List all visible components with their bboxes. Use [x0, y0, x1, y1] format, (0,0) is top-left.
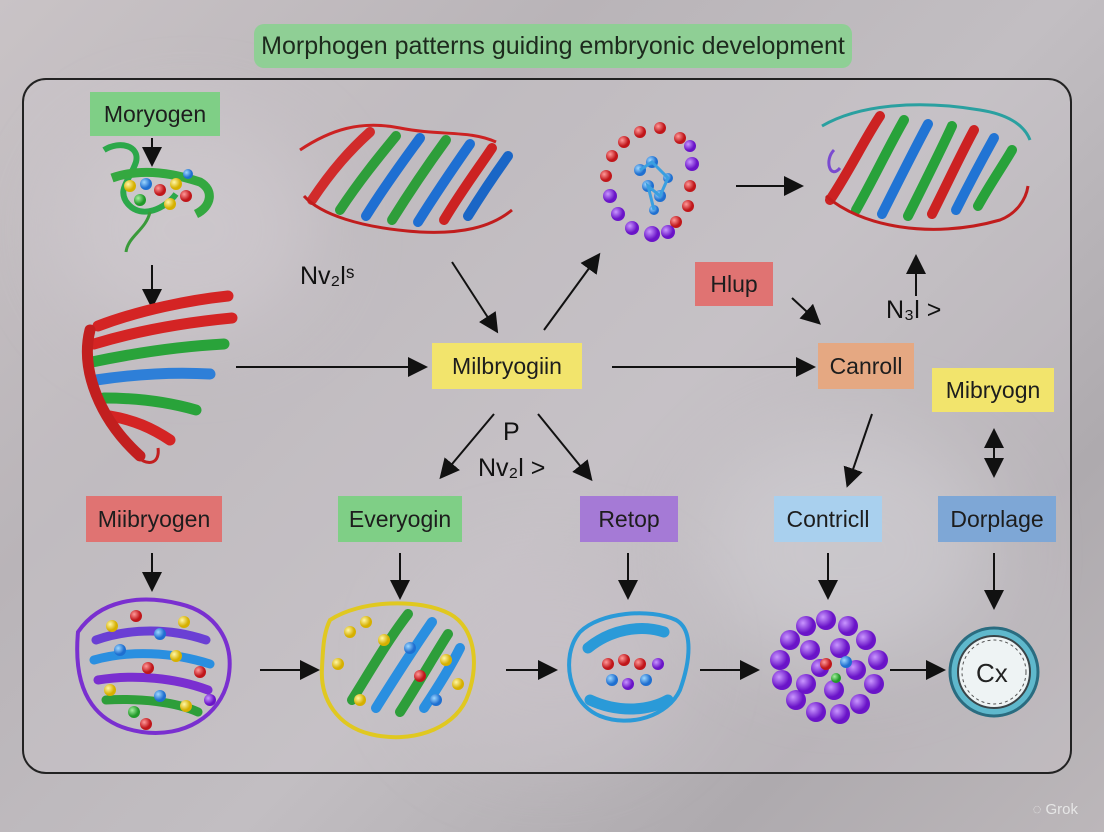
arrows: [142, 138, 1004, 680]
arrow: [537, 413, 593, 482]
protein-globular-bottom-1: [75, 597, 232, 735]
protein-globular-bottom-2: [319, 601, 476, 740]
watermark-icon: ◌: [1032, 801, 1042, 818]
protein-globular-bottom-3: [567, 611, 691, 723]
annotation-nv2ls: Nv₂lˢ: [300, 262, 355, 290]
annotation-p: P: [503, 418, 520, 446]
watermark: ◌ Grok: [1033, 801, 1078, 818]
protein-ring-complex: [600, 122, 699, 242]
arrow: [791, 297, 821, 325]
protein-beta-sheet-top: [299, 123, 513, 234]
label-mibryogn: Mibryogn: [932, 368, 1054, 412]
protein-purple-cluster: [770, 610, 888, 724]
diagram-title: Morphogen patterns guiding embryonic dev…: [254, 24, 852, 68]
arrow: [451, 261, 499, 334]
label-contricll: Contricll: [774, 496, 882, 542]
label-canroll: Canroll: [818, 343, 914, 389]
watermark-text: Grok: [1045, 801, 1078, 818]
label-miibryogen: Miibryogen: [86, 496, 222, 542]
arrow: [843, 413, 873, 488]
cx-label: Cx: [976, 658, 1008, 688]
label-retop: Retop: [580, 496, 678, 542]
annotation-n3l: N₃l ˃: [886, 296, 942, 324]
protein-small-topleft: [102, 142, 214, 253]
label-dorplage: Dorplage: [938, 496, 1056, 542]
label-moryogen: Moryogen: [90, 92, 220, 136]
arrow: [543, 252, 601, 331]
protein-twisted-sheet-left: [81, 290, 238, 464]
protein-beta-barrel-topright: [821, 103, 1032, 231]
cx-ring-structure: [948, 626, 1040, 718]
label-hlup: Hlup: [695, 262, 773, 306]
annotation-nv2l: Nv₂l ˃: [478, 454, 546, 482]
arrow: [439, 413, 495, 480]
label-milbryogiin: Milbryogiin: [432, 343, 582, 389]
label-everyogin: Everyogin: [338, 496, 462, 542]
